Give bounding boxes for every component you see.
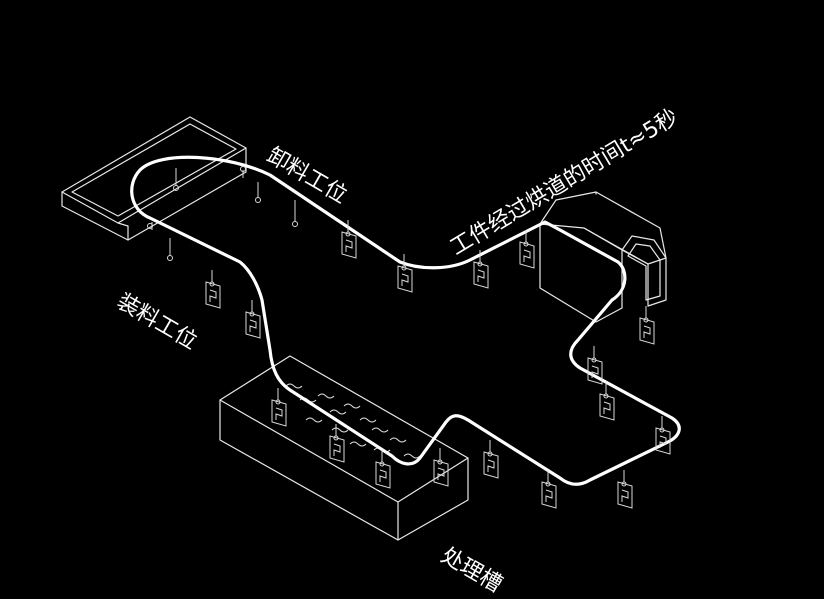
conveyor-track xyxy=(130,155,681,486)
workpiece-hanger xyxy=(341,220,357,259)
workpiece-hangers xyxy=(205,220,671,509)
hanger-hooks xyxy=(147,166,298,261)
workpiece-hanger xyxy=(483,440,499,479)
workpiece-hanger xyxy=(473,250,489,289)
workpiece-hanger xyxy=(375,450,391,489)
loading-platform xyxy=(61,116,247,241)
workpiece-hanger xyxy=(205,270,221,309)
workpiece-hanger xyxy=(271,388,287,427)
workpiece-hanger xyxy=(617,470,633,509)
workpiece-hanger xyxy=(639,306,655,345)
workpiece-hanger xyxy=(541,470,557,509)
workpiece-hanger xyxy=(397,254,413,293)
drying-oven xyxy=(539,191,667,323)
workpiece-hanger xyxy=(433,448,449,487)
workpiece-hanger xyxy=(599,382,615,421)
workpiece-hanger xyxy=(245,300,261,339)
workpiece-hanger xyxy=(519,230,535,269)
workpiece-hanger xyxy=(655,416,671,455)
workpiece-hanger xyxy=(329,424,345,463)
workpiece-hanger xyxy=(587,346,603,385)
